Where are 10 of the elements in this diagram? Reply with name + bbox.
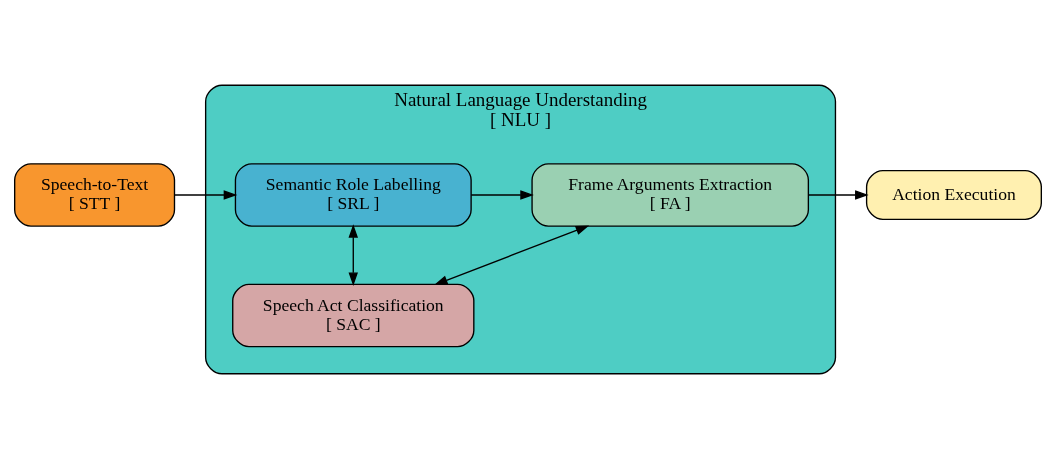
arrow <box>348 224 359 286</box>
node-box: Action Execution <box>865 169 1042 220</box>
node-box: Frame Arguments Extraction [ FA ] <box>531 163 810 227</box>
node-box: Semantic Role Labelling [ SRL ] <box>234 163 472 227</box>
node-box: Speech-to-Text [ STT ] <box>14 163 176 227</box>
arrow <box>807 190 869 200</box>
arrow <box>470 190 534 200</box>
node-box: Speech Act Classification [ SAC ] <box>232 283 475 348</box>
arrow <box>174 190 238 200</box>
arrow <box>434 225 590 286</box>
